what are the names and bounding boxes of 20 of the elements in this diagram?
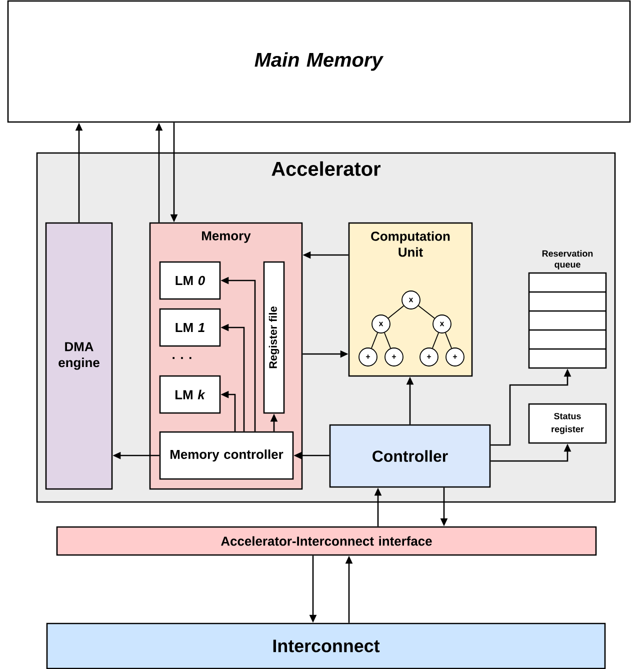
connector-line: [371, 332, 378, 349]
connector-line: [445, 332, 452, 349]
connector-line: [388, 305, 404, 319]
connector-line: [418, 305, 435, 319]
ellipsis: . . .: [172, 357, 192, 359]
interface-bar: Accelerator-Interconnect interface: [56, 526, 597, 556]
queue-box: Reservation queue: [528, 250, 607, 369]
register-box: Status register: [528, 403, 607, 444]
controller-box: Memory controller: [159, 431, 294, 480]
connector-line: [384, 332, 391, 349]
memory-bank-box: LM k: [159, 375, 221, 414]
interconnect-bar: Interconnect: [46, 622, 606, 669]
connector-line: [432, 332, 439, 349]
node-label: Reservation queue: [542, 250, 593, 270]
memory-bank-box: LM 1: [159, 308, 221, 347]
register-file-box: Register file: [263, 261, 285, 414]
memory-box: Main Memory: [7, 0, 631, 123]
memory-bank-box: LM 0: [159, 261, 221, 300]
controller-box: Controller: [329, 424, 491, 488]
dma-box: DMA engine: [45, 222, 113, 490]
